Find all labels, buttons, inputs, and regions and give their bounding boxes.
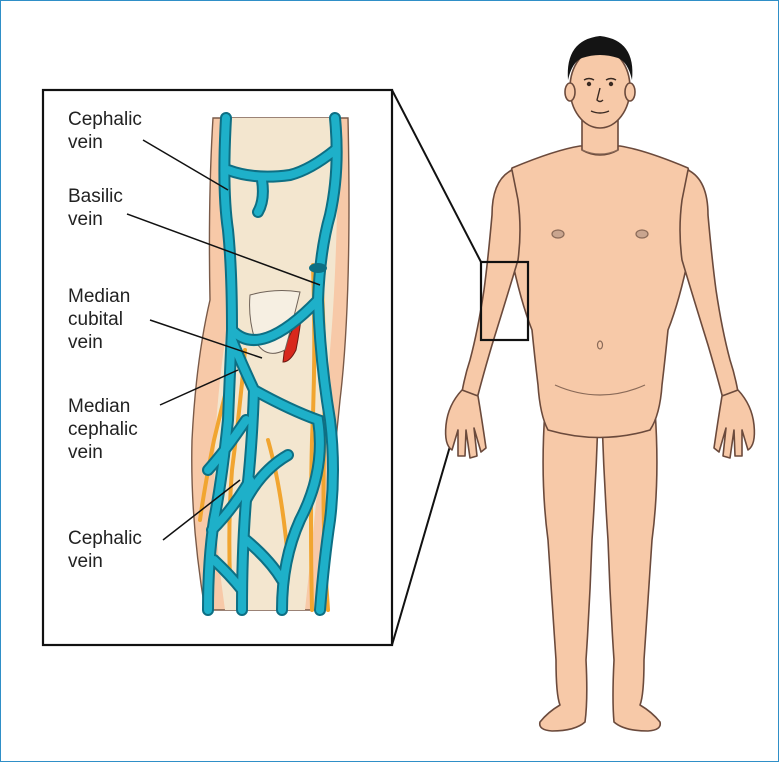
right-leg <box>540 410 598 731</box>
label-basilic-vein: Basilic vein <box>68 185 123 231</box>
label-median-cephalic-vein: Median cephalic vein <box>68 395 138 464</box>
right-arm <box>462 170 520 397</box>
right-hand <box>446 390 486 458</box>
right-ear <box>565 83 575 101</box>
vessel-cut-end <box>309 263 327 273</box>
zoom-connector-top <box>392 90 481 262</box>
left-ear <box>625 83 635 101</box>
torso <box>505 146 694 438</box>
body-figure <box>446 48 755 731</box>
label-cephalic-vein-lower: Cephalic vein <box>68 527 142 573</box>
label-cephalic-vein-upper: Cephalic vein <box>68 108 142 154</box>
left-hand <box>714 390 754 458</box>
left-arm <box>680 170 738 397</box>
left-leg <box>602 410 660 731</box>
label-median-cubital-vein: Median cubital vein <box>68 285 130 354</box>
